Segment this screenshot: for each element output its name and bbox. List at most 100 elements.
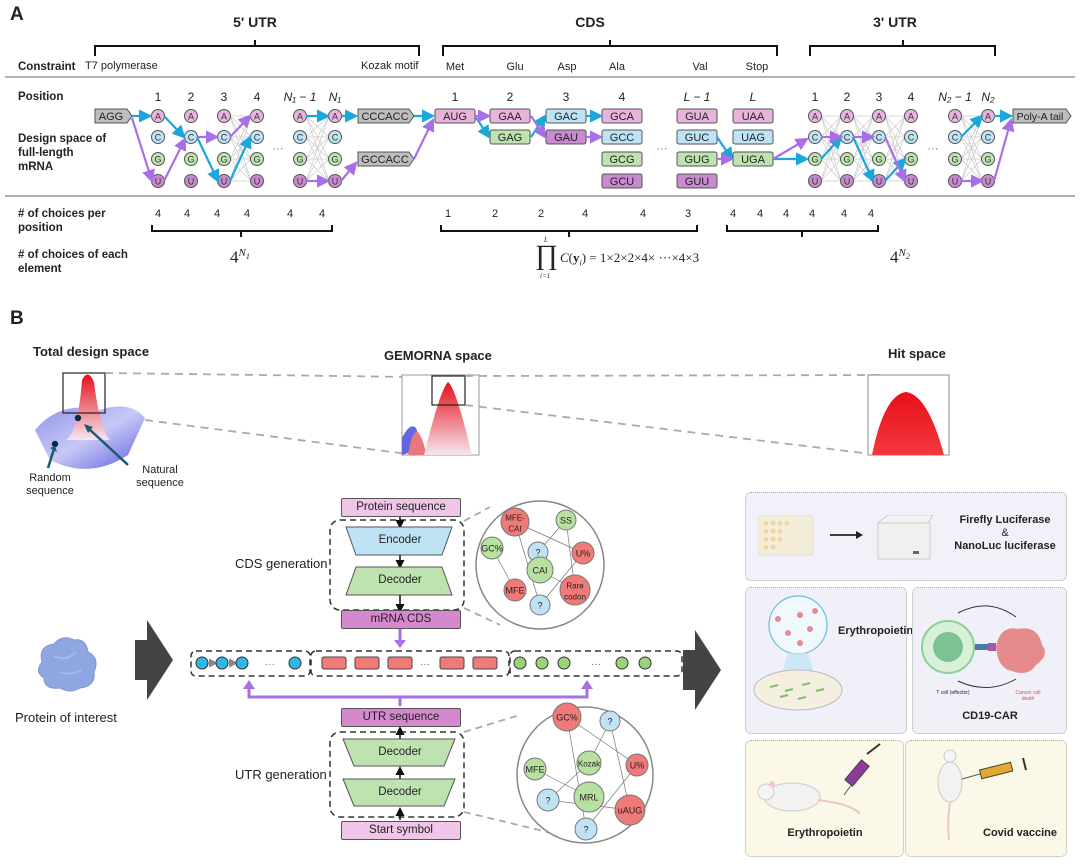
title-gemorna-space: GEMORNA space	[384, 348, 492, 363]
utr3-node-label: U	[952, 177, 959, 187]
path-blue	[851, 136, 875, 184]
utr5-nucleotide	[215, 656, 229, 670]
ellipsis: ···	[420, 659, 430, 670]
epo-cell-label: Erythropoietin	[838, 625, 914, 637]
cds-feature-label: U%	[576, 549, 591, 559]
utr5-node-label: U	[221, 177, 228, 187]
utr-decoder2-label: Decoder	[378, 786, 422, 798]
utr-feature-label: MRL	[579, 793, 598, 803]
path-blue	[960, 114, 984, 138]
tcell-label: T cell (effector)	[936, 690, 970, 696]
natural-sequence-point	[74, 414, 82, 422]
path-blue	[196, 136, 220, 183]
utr3-position-label: 3	[876, 90, 883, 104]
utr5-node-label: U	[254, 177, 261, 187]
cds-seq-group	[310, 650, 510, 677]
path-blue	[163, 115, 186, 139]
utr3-node-label: U	[985, 177, 992, 187]
utr3-node-a	[840, 109, 854, 123]
row-label-choices-per-position: # of choices per position	[18, 208, 106, 234]
hit-peak	[872, 392, 944, 455]
utr5-node-u	[250, 174, 264, 188]
path-purple	[130, 117, 155, 184]
total-landscape-peak	[66, 374, 110, 440]
utr5-node-g	[293, 152, 307, 166]
utr5-node-label: G	[296, 155, 303, 165]
utr5-node-label: C	[155, 133, 162, 143]
brace-5utr	[94, 40, 420, 56]
utr-feature-label: MFE	[526, 765, 545, 775]
cds-choice: 3	[685, 208, 691, 220]
cds-total-upper: L	[544, 236, 548, 244]
cds-position-label: 3	[563, 90, 570, 104]
utr5-node-c	[293, 130, 307, 144]
utr3-node-label: G	[951, 155, 958, 165]
codon-label: GAG	[498, 132, 522, 144]
cds-feature-node	[529, 594, 551, 616]
nanoluc-label: NanoLuc luciferase	[954, 540, 1056, 552]
codon-label: UGA	[741, 154, 766, 166]
row-label-design-space: Design space of full-length mRNA	[18, 133, 107, 173]
path-purple	[229, 114, 252, 138]
cds-feature-label: codon	[564, 593, 586, 602]
utr5-node-g	[328, 152, 342, 166]
utr5-node-label: C	[297, 133, 304, 143]
cds-feature-label: MFE	[506, 586, 525, 596]
cds-choice: 2	[492, 208, 498, 220]
mesh-line	[852, 115, 874, 182]
utr5-node-label: G	[331, 155, 338, 165]
utr-feature-label: Kozak	[578, 760, 601, 769]
cds-choice: 4	[582, 208, 588, 220]
panel-a-label: A	[10, 4, 24, 25]
covid-label: Covid vaccine	[983, 827, 1057, 839]
cds-decoder-label: Decoder	[378, 574, 422, 586]
cell-culture-dish-icon	[753, 595, 843, 711]
codon-label: GCG	[609, 154, 634, 166]
amino-acid-glu: Glu	[506, 61, 523, 73]
utr5-node-label: U	[297, 177, 304, 187]
utr3-node-g	[948, 152, 962, 166]
codon-box	[676, 108, 718, 124]
utr3-node-label: C	[952, 133, 959, 143]
mesh-line	[960, 158, 983, 182]
utr3-node-label: U	[876, 177, 883, 187]
utr3-node-g	[981, 152, 995, 166]
utr5-node-label: C	[188, 133, 195, 143]
utr3-node-label: C	[876, 133, 883, 143]
utr3-node-label: C	[908, 133, 915, 143]
mesh-line	[305, 136, 330, 182]
utr5-choice: 4	[244, 208, 250, 220]
path-purple	[530, 115, 547, 139]
amino-acid-met: Met	[446, 61, 464, 73]
utr3-node-a	[872, 109, 886, 123]
utr3-position-label: 1	[812, 90, 819, 104]
cds-decoder-shape	[345, 566, 453, 596]
car-label: CD19-CAR	[962, 710, 1018, 722]
utr5-node-label: C	[254, 133, 261, 143]
row-label-choices-each-element: # of choices of each element	[18, 249, 128, 275]
utr3-choice: 4	[868, 208, 874, 220]
utr5-node-g	[184, 152, 198, 166]
mesh-line	[820, 158, 842, 182]
utr-feature-label: U%	[630, 761, 645, 771]
cancer-label: Cancer cell death	[1015, 690, 1041, 702]
utr-feature-node	[552, 702, 582, 732]
utr3-node-label: U	[908, 177, 915, 187]
codon-box	[732, 108, 774, 124]
random-sequence-label: Random sequence	[26, 472, 74, 497]
ampersand: &	[1001, 527, 1009, 539]
utr-feature-node	[625, 753, 649, 777]
cds-feature-label: CAI	[508, 525, 521, 534]
codon-label: UAA	[742, 111, 765, 123]
mesh-line	[852, 115, 874, 138]
utr-feature-node	[536, 788, 560, 812]
utr5-nucleotide	[235, 656, 249, 670]
path-purple	[883, 136, 907, 184]
codon-label: AUG	[443, 111, 467, 123]
utr3-node-a	[808, 109, 822, 123]
cds-feature-node	[480, 536, 504, 560]
start-symbol-box: Start symbol	[341, 821, 461, 840]
amino-acid-asp: Asp	[558, 61, 577, 73]
mesh-line	[960, 136, 983, 182]
utr5-position-label: N₁ − 1	[284, 90, 317, 104]
